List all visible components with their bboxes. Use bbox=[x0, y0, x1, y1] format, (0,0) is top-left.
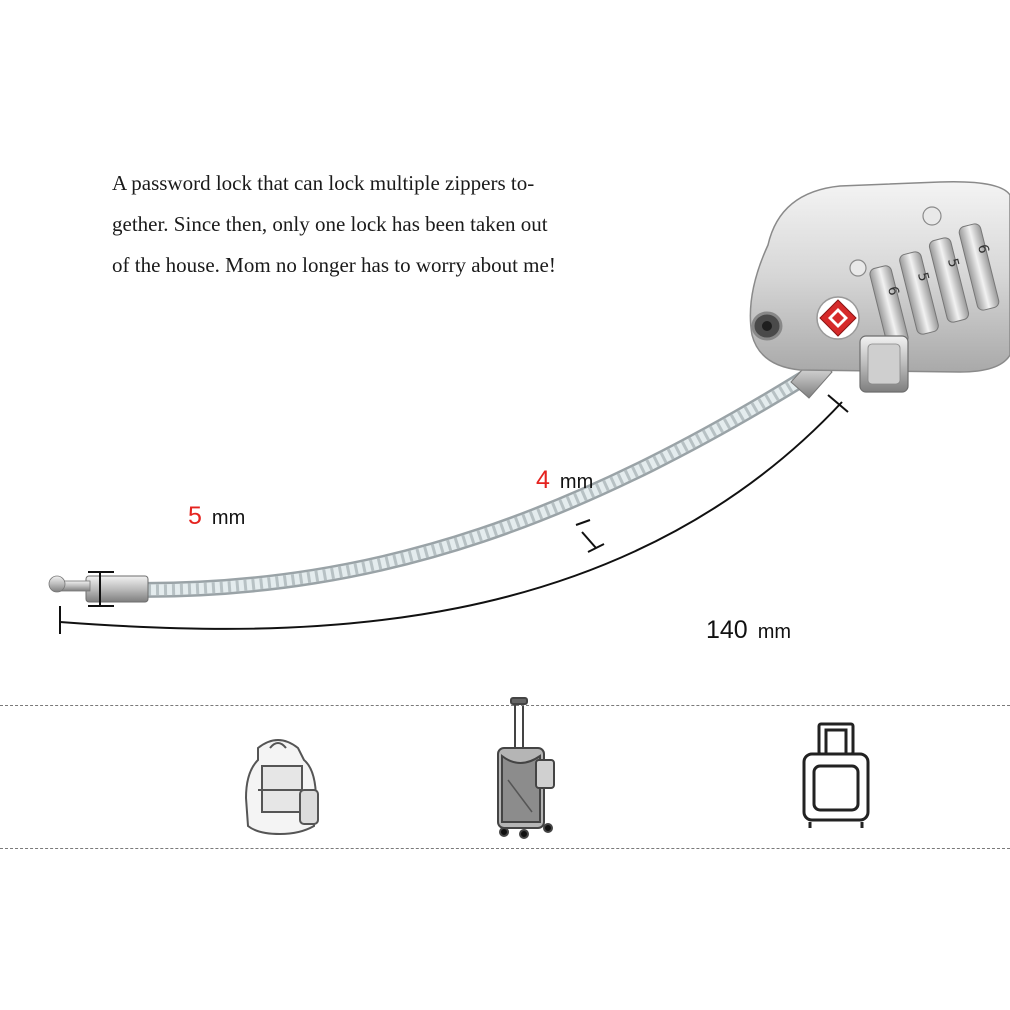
dial-digit: 5 bbox=[914, 271, 932, 284]
dial-digit: 6 bbox=[974, 243, 992, 256]
tsa-badge-icon bbox=[816, 296, 860, 340]
product-description: A password lock that can lock multiple z… bbox=[112, 163, 672, 286]
combination-lock: 6 5 5 6 bbox=[749, 181, 1010, 393]
cable-length-label: 140 mm bbox=[706, 616, 791, 645]
end-diameter-unit: mm bbox=[211, 507, 246, 529]
divider-top bbox=[0, 705, 1010, 706]
rolling-luggage-icon bbox=[497, 697, 555, 839]
cable-length-value: 140 bbox=[706, 616, 748, 644]
end-diameter-value: 5 bbox=[188, 502, 202, 530]
end-diameter-label: 5 mm bbox=[188, 502, 245, 531]
suitcase-icon bbox=[802, 722, 870, 828]
dial-digit: 6 bbox=[884, 285, 902, 298]
dial-digit: 5 bbox=[944, 257, 962, 270]
steel-cable bbox=[132, 354, 838, 598]
combination-dials: 6 5 5 6 bbox=[869, 223, 1000, 347]
cable-end-plug bbox=[48, 575, 149, 603]
cable-diameter-label: 4 mm bbox=[536, 466, 593, 495]
backpack-icon bbox=[244, 739, 319, 836]
cable-length-unit: mm bbox=[757, 621, 792, 643]
cable-diameter-unit: mm bbox=[559, 471, 594, 493]
cable-latch bbox=[859, 335, 909, 393]
description-line: A password lock that can lock multiple z… bbox=[112, 171, 535, 195]
dimension-markers bbox=[59, 394, 849, 634]
divider-bottom bbox=[0, 848, 1010, 849]
description-line: gether. Since then, only one lock has be… bbox=[112, 212, 548, 236]
cable-diameter-value: 4 bbox=[536, 466, 550, 494]
description-line: of the house. Mom no longer has to worry… bbox=[112, 253, 556, 277]
